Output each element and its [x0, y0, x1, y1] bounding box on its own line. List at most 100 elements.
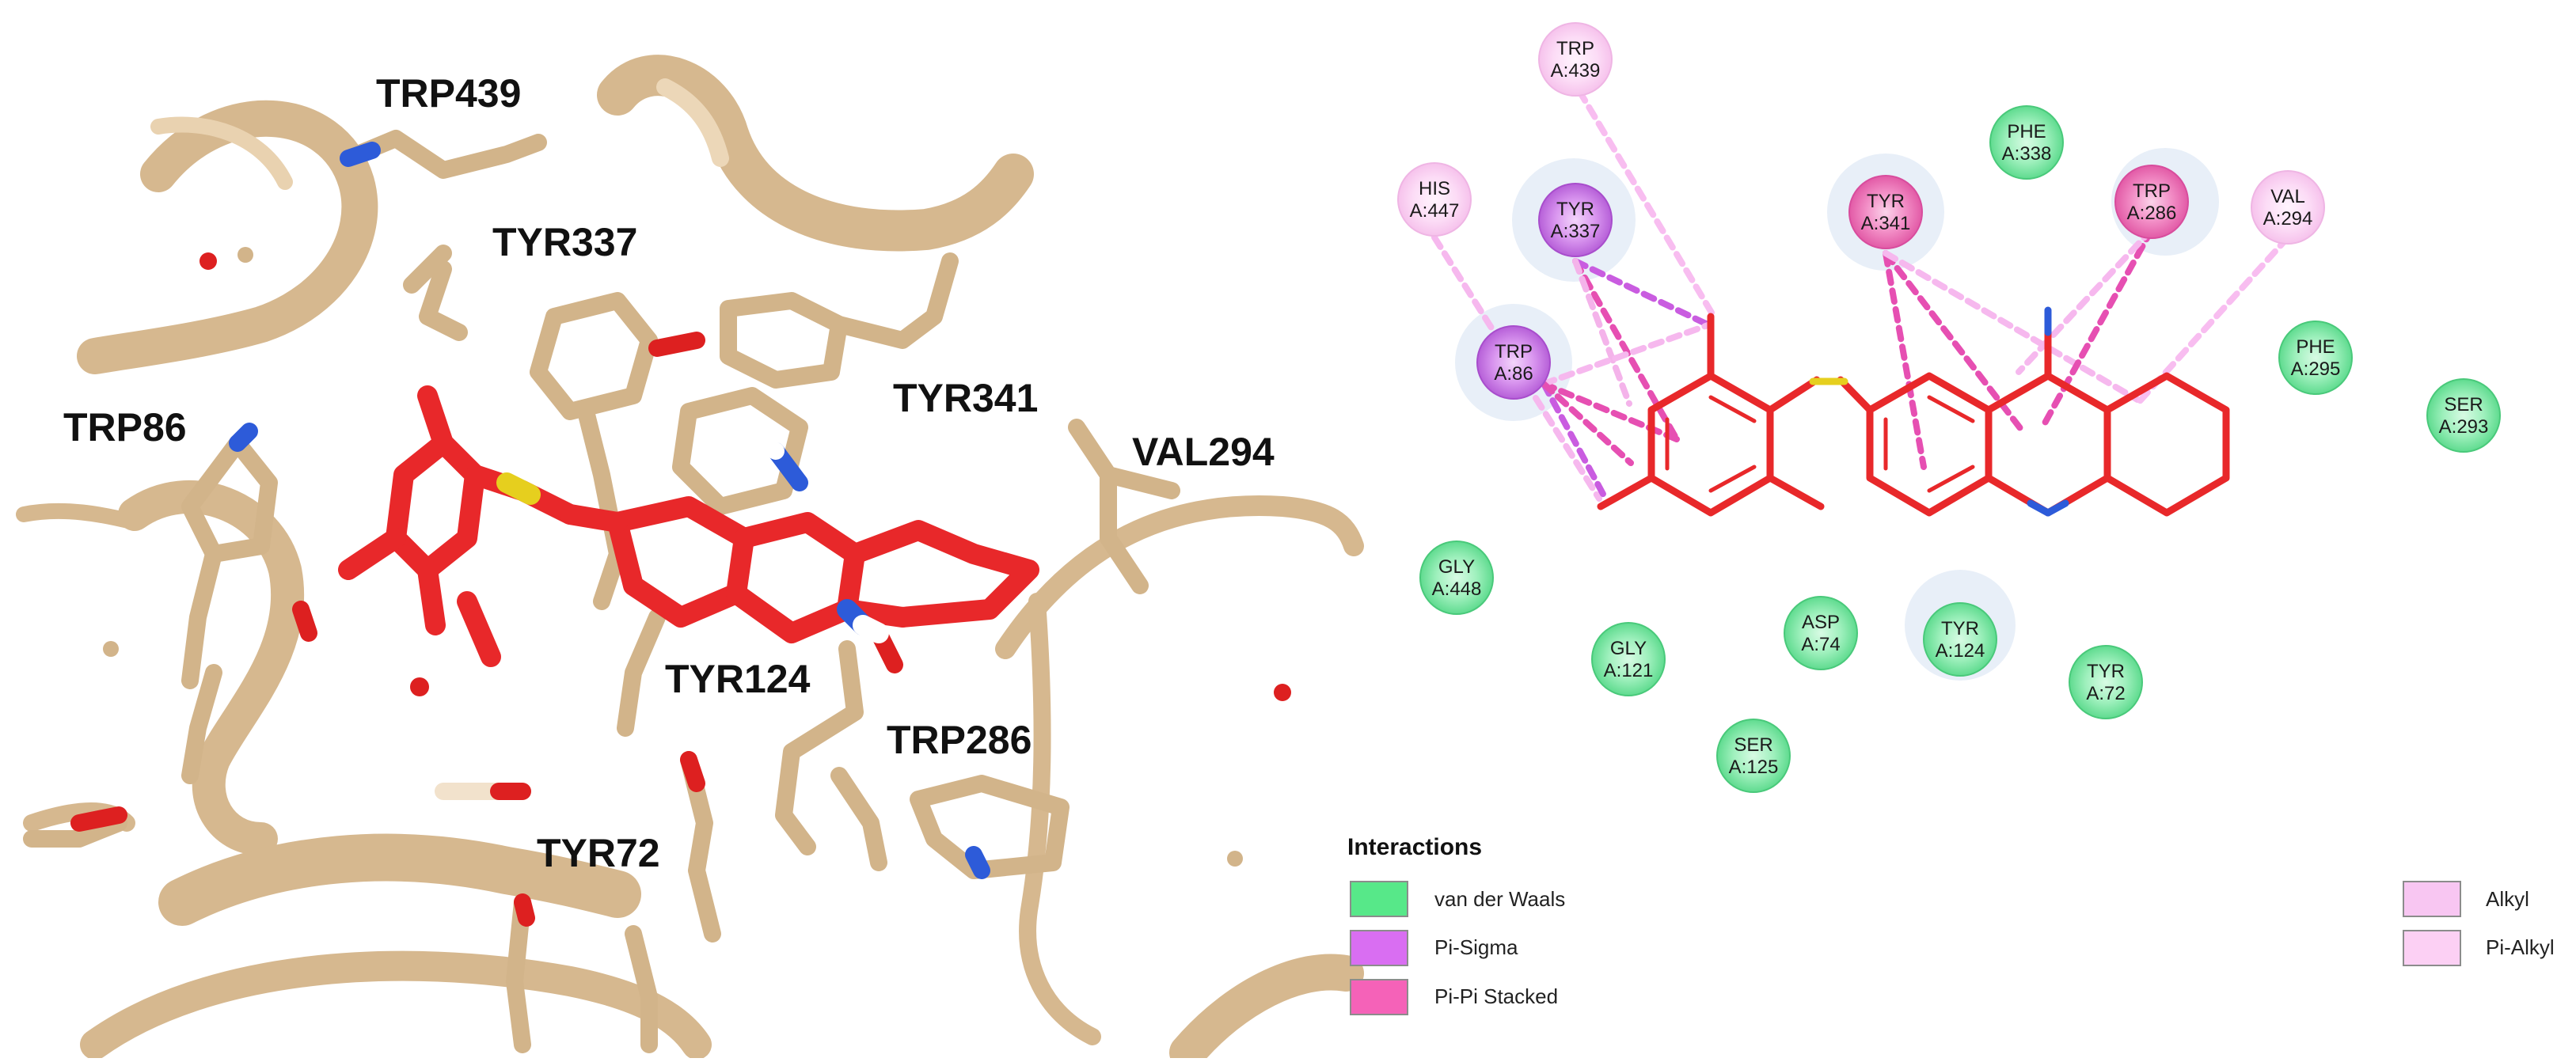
o-left-mid [292, 601, 317, 642]
residue-disc [1538, 22, 1613, 97]
residue-disc [2251, 170, 2325, 245]
residue-name: TYR [2087, 661, 2125, 682]
residue-disc [2278, 320, 2353, 395]
nh-tyr341 [751, 434, 785, 460]
residue-id: A:74 [1801, 634, 1840, 655]
residue-disc [1538, 183, 1613, 257]
structure-label: TYR341 [893, 376, 1038, 420]
residue-id: A:294 [2263, 208, 2313, 229]
tyr72-stem [506, 893, 531, 1053]
structure-view: TRP439 TYR337 TRP86 TYR341 VAL294 TYR124… [16, 55, 1364, 1062]
interaction-line [1572, 258, 1680, 442]
n-trp286 [965, 846, 990, 879]
upper-stick [403, 245, 452, 294]
legend-label: Pi-Pi Stacked [1434, 984, 1558, 1008]
loop-bottom [80, 950, 712, 1060]
val294-sidechain [1068, 419, 1149, 594]
residue-id: A:447 [1410, 200, 1460, 222]
tyr124-sidechain [617, 609, 666, 737]
ring-mesityl-inner [1665, 395, 1757, 493]
helix-top-center-inner [656, 78, 729, 167]
residue-id: A:72 [2086, 683, 2125, 704]
ligand-methyl-2 [338, 528, 406, 580]
residue-name: ASP [1802, 612, 1840, 633]
residue-name: TYR [1941, 618, 1979, 639]
helix-top-left [77, 101, 378, 374]
residue-id: A:86 [1494, 363, 1533, 385]
residue-id: A:125 [1729, 757, 1779, 778]
ring-b-inner [1883, 395, 1975, 493]
interaction-line [1572, 258, 1711, 328]
legend-swatch [2403, 881, 2461, 917]
legend-item-pi-sigma: Pi-Sigma [1350, 930, 1518, 966]
tyr341-ring [720, 292, 848, 389]
ligand-link [560, 504, 628, 533]
left-stick-2 [23, 814, 127, 848]
o-tyr72 [680, 751, 705, 792]
legend-swatch [1350, 881, 1408, 917]
residue-id: A:439 [1551, 60, 1601, 82]
legend-item-vdw: van der Waals [1350, 881, 1565, 917]
ring-c [1985, 372, 2111, 517]
structure-label: VAL294 [1132, 430, 1275, 474]
heteroatoms [70, 142, 990, 927]
water [410, 677, 429, 696]
residue-id: A:341 [1861, 213, 1911, 234]
n-trp86 [229, 423, 258, 452]
ligand-3d [338, 385, 1039, 667]
ligand-accents [496, 472, 889, 643]
ligand-methyl-2b [417, 559, 446, 635]
left-stick [181, 664, 222, 784]
residue-name: TYR [1867, 191, 1905, 212]
residue-name: TRP [1556, 38, 1594, 59]
residue-disc [1591, 622, 1666, 696]
o-tyr341 [648, 332, 705, 357]
residue-disc [1419, 540, 1494, 615]
ligand-ring-c [726, 512, 865, 643]
residue-id: A:338 [2002, 143, 2052, 165]
ligand-ring-d [837, 520, 1039, 628]
helix-top-left-inner [150, 116, 293, 190]
legend-item-pi-pi: Pi-Pi Stacked [1350, 979, 1558, 1015]
ligand-sulfur [496, 472, 541, 505]
interaction-line [2039, 226, 2155, 430]
legend-swatch [2403, 930, 2461, 966]
protein-sticks [23, 130, 1180, 1053]
loop-right-lower [1019, 593, 1101, 1045]
sheet-bottom [158, 833, 641, 926]
interaction-line [2016, 226, 2155, 375]
tyr341-stem [830, 252, 959, 349]
tyr337-stem [577, 403, 626, 610]
residue-name: GLY [1610, 638, 1647, 659]
residue-id: A:295 [2291, 358, 2341, 380]
methyl-right [1766, 474, 1825, 510]
residue-id: A:293 [2439, 416, 2489, 438]
residue-name: PHE [2007, 121, 2046, 142]
residue-id: A:121 [1604, 660, 1654, 681]
residue-disc [1476, 325, 1551, 400]
helix-bottom-right [1169, 954, 1364, 1062]
residue-id: A:448 [1432, 578, 1482, 600]
residue-disc [1989, 105, 2064, 180]
residue-name: TRP [2133, 180, 2171, 202]
legend-swatch [1350, 979, 1408, 1015]
residue-name: GLY [1438, 556, 1475, 578]
trp86-ring [181, 434, 278, 563]
residue-name: TYR [1556, 199, 1594, 220]
residue-disc [2069, 645, 2143, 719]
water [199, 252, 217, 270]
